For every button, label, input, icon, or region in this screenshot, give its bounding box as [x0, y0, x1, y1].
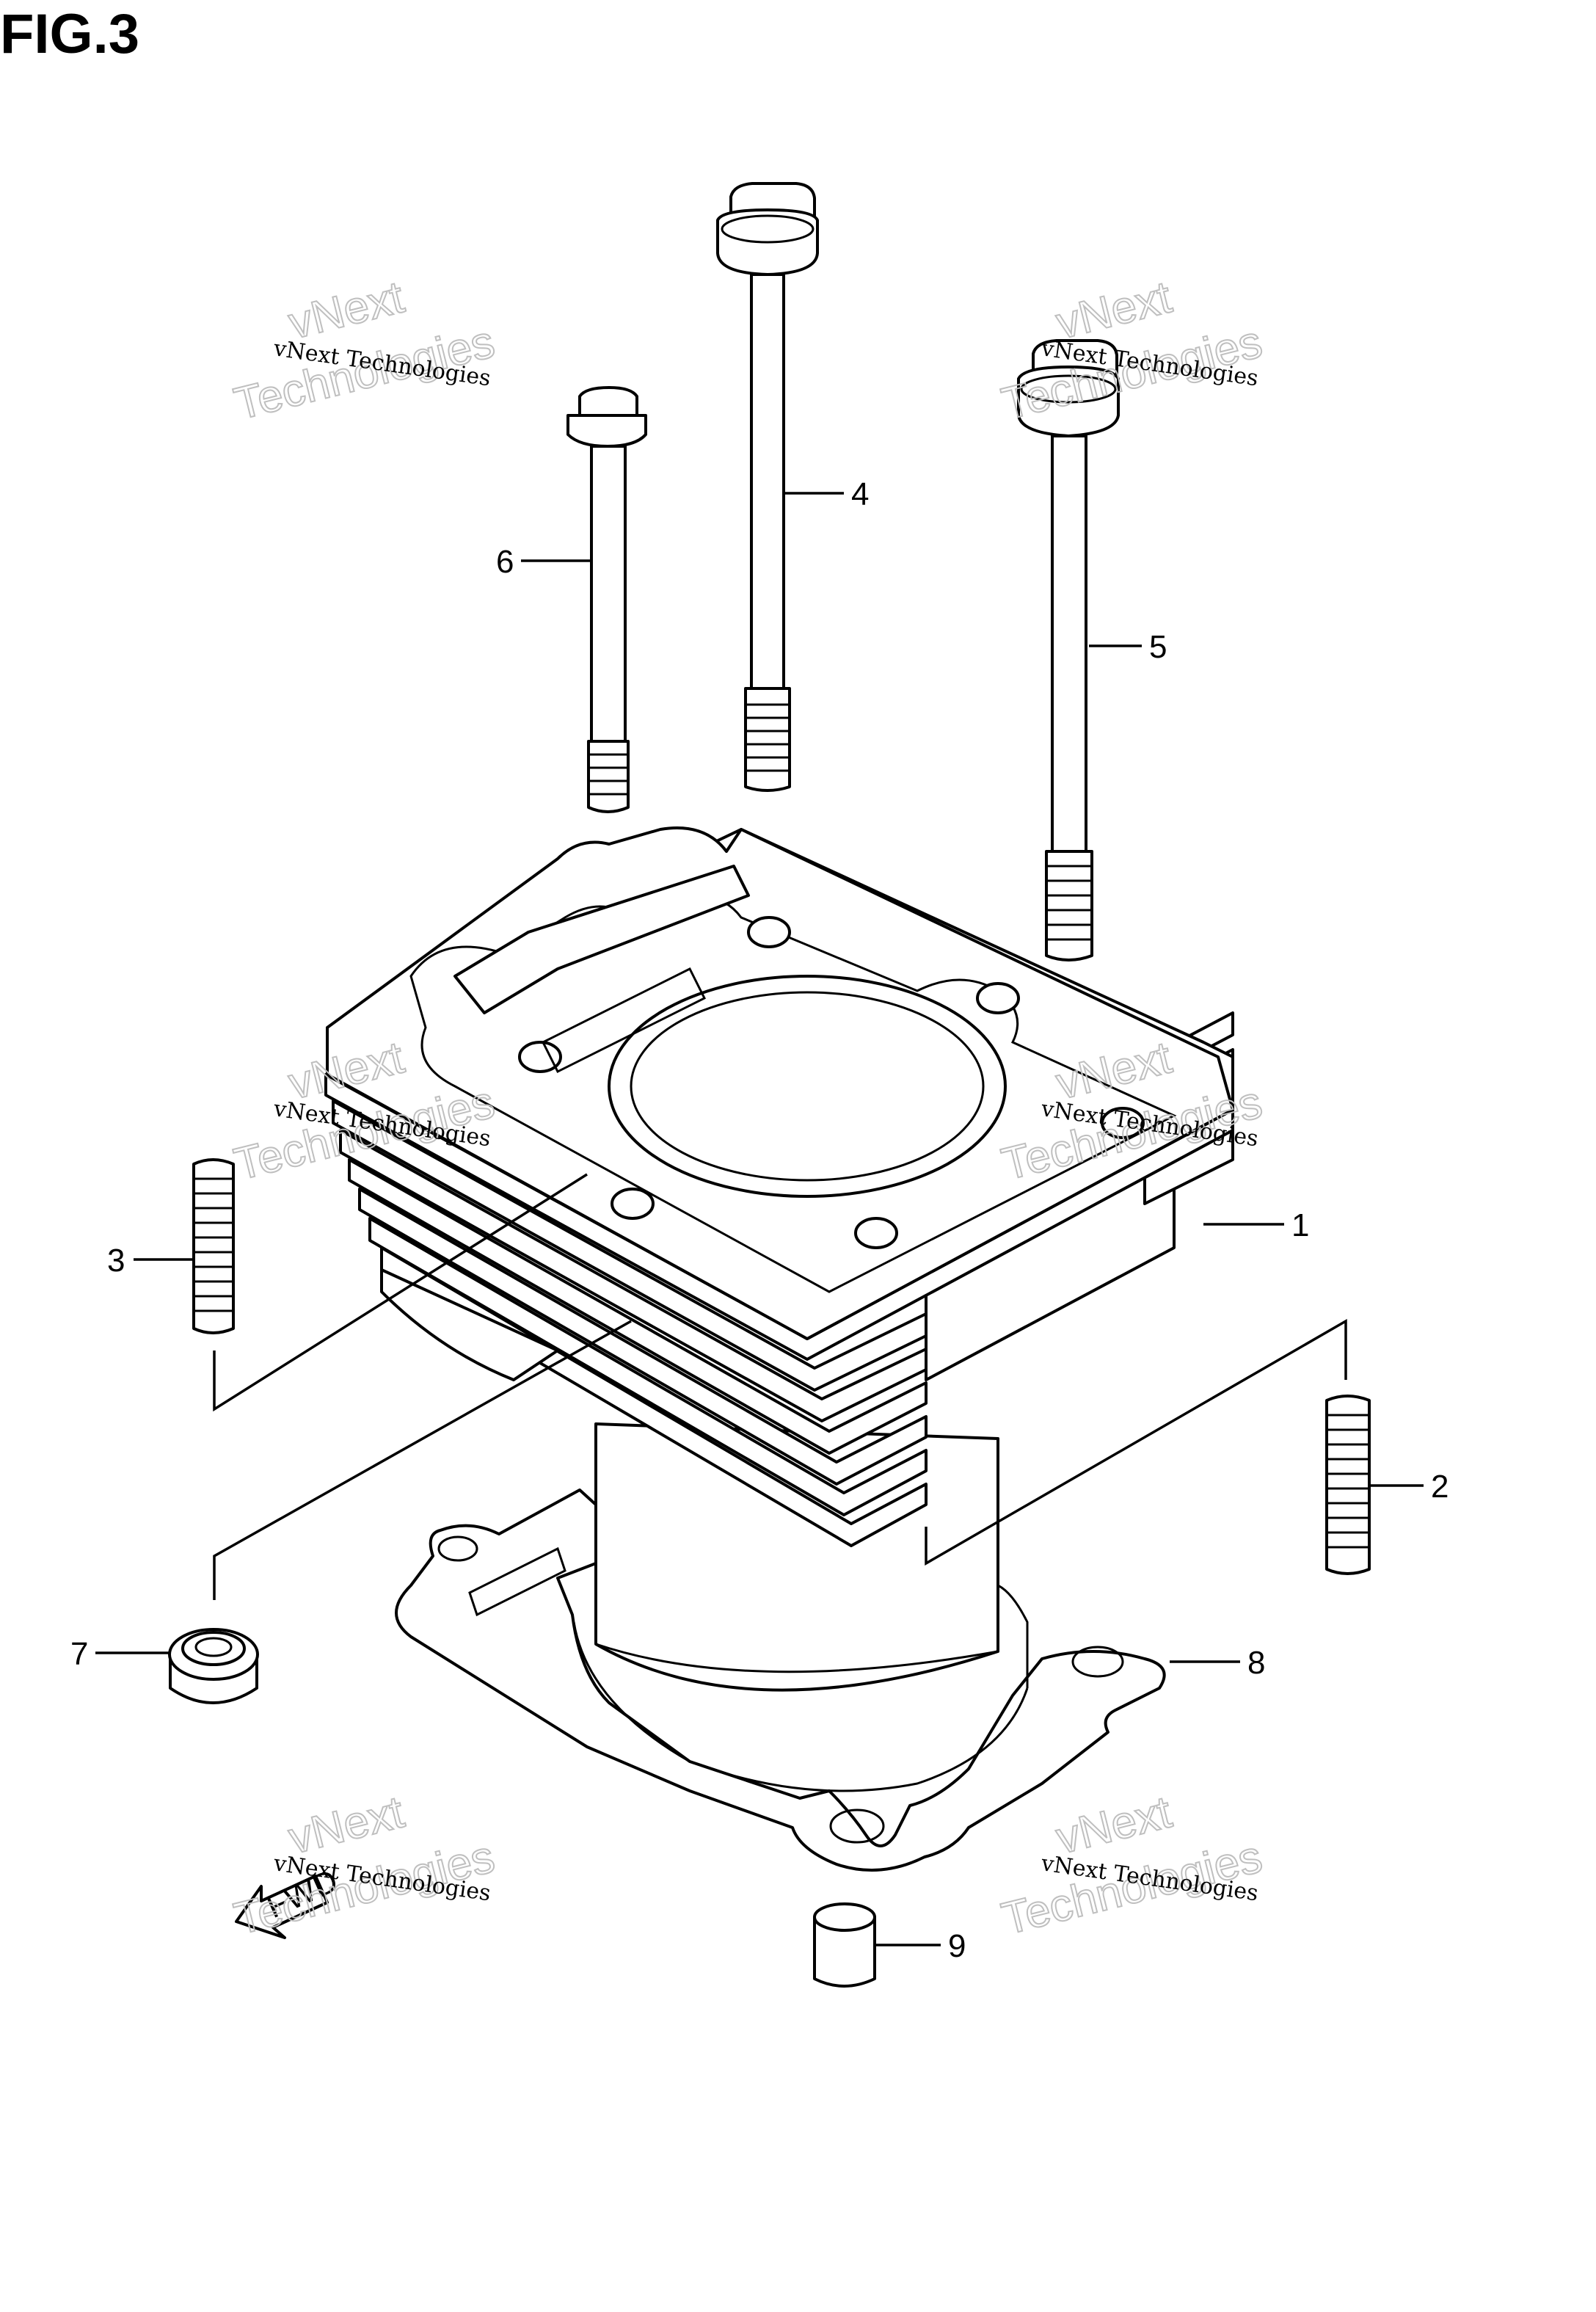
svg-text:vNext: vNext — [1052, 1786, 1176, 1864]
figure-title: FIG.3 — [0, 3, 139, 65]
callout-2: 2 — [1431, 1469, 1449, 1505]
cylinder-block — [213, 826, 1347, 1692]
watermark-bottom-right: vNext Technologies vNext Technologies — [996, 1786, 1268, 1945]
callout-9: 9 — [948, 1928, 966, 1964]
svg-text:vNext: vNext — [284, 1786, 409, 1864]
cylinder-bore — [608, 975, 1007, 1198]
callout-1: 1 — [1291, 1207, 1309, 1243]
dowel-pin — [813, 1902, 876, 1988]
callout-5: 5 — [1149, 629, 1167, 665]
callout-numbers: 1 2 3 4 5 6 7 8 9 — [70, 476, 1449, 1964]
svg-text:vNext: vNext — [1052, 272, 1176, 349]
leader-lines — [95, 492, 1424, 1946]
callout-7: 7 — [70, 1636, 88, 1672]
callout-4: 4 — [851, 476, 869, 512]
cylinder-bolt-short — [566, 386, 647, 813]
svg-text:vNext: vNext — [284, 272, 409, 349]
flange-nut — [168, 1628, 259, 1704]
callout-6: 6 — [496, 544, 514, 580]
base-gasket — [395, 1488, 1166, 1872]
cylinder-bolt-long — [716, 182, 819, 792]
callout-3: 3 — [107, 1243, 125, 1279]
stud-bolt-left — [192, 1158, 235, 1334]
watermark-bottom-left: vNext Technologies vNext Technologies — [229, 1786, 500, 1945]
callout-8: 8 — [1247, 1645, 1265, 1681]
watermark-top-left: vNext Technologies vNext Technologies — [229, 271, 500, 430]
stud-bolt-right — [1325, 1395, 1371, 1575]
cylinder-bolt-right — [1017, 339, 1120, 961]
